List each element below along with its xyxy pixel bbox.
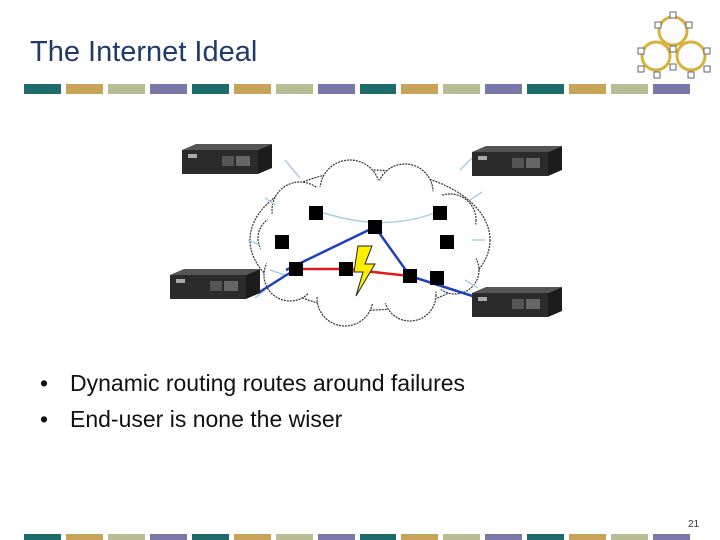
router-nodes	[275, 206, 454, 285]
router-node	[430, 271, 444, 285]
router-node	[289, 262, 303, 276]
router-node	[275, 235, 289, 249]
router-node	[403, 269, 417, 283]
bullet-item: • Dynamic routing routes around failures	[40, 370, 465, 397]
router-node	[433, 206, 447, 220]
network-device-top-left	[182, 144, 272, 174]
network-device-bottom-left	[170, 269, 260, 299]
network-device-bottom-right	[472, 287, 562, 317]
bullet-item: • End-user is none the wiser	[40, 406, 465, 433]
router-node	[440, 235, 454, 249]
bottom-decorative-stripe	[24, 534, 690, 540]
network-diagram	[170, 144, 562, 327]
bullet-dot: •	[40, 370, 49, 396]
blue-path-link-2	[373, 226, 412, 277]
top-decorative-stripe	[24, 84, 690, 94]
bullet-dot: •	[40, 406, 49, 432]
slide-title: The Internet Ideal	[30, 36, 258, 68]
bullet-text: End-user is none the wiser	[70, 406, 343, 432]
router-node	[339, 262, 353, 276]
bullet-list: • Dynamic routing routes around failures…	[40, 370, 465, 442]
network-device-top-right	[472, 146, 562, 176]
router-node	[309, 206, 323, 220]
bullet-text: Dynamic routing routes around failures	[70, 370, 466, 396]
router-node	[368, 220, 382, 234]
lightning-bolt-icon	[353, 245, 376, 297]
ring-network-logo-icon	[637, 11, 711, 79]
page-number: 21	[688, 519, 700, 530]
